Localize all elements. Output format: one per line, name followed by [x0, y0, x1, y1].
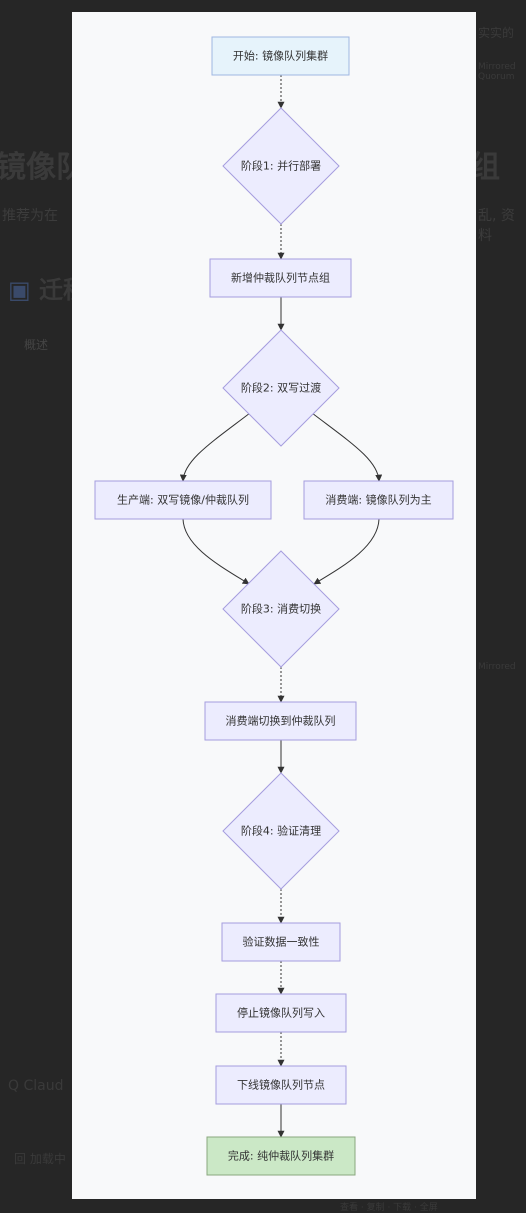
node-done-label: 完成: 纯仲裁队列集群 [228, 1149, 334, 1163]
node-verify-shape [221, 922, 341, 962]
node-p4-shape [222, 772, 340, 890]
edge-p2-to-cons [311, 412, 383, 482]
node-p4-label: 阶段4: 验证清理 [241, 824, 321, 838]
node-offline-shape [215, 1065, 347, 1105]
node-p3-label: 阶段3: 消费切换 [241, 602, 321, 616]
node-p3: 阶段3: 消费切换 [222, 550, 340, 668]
node-add-shape [209, 258, 352, 298]
node-start-label: 开始: 镜像队列集群 [233, 49, 328, 63]
node-switch-label: 消费端切换到仲裁队列 [226, 714, 336, 728]
node-start: 开始: 镜像队列集群 [211, 36, 350, 76]
edge-cons-to-p3 [313, 518, 380, 585]
node-add-label: 新增仲裁队列节点组 [231, 271, 330, 285]
bg-page-subtitle: 推荐为在 [2, 208, 58, 224]
node-done-shape [206, 1136, 356, 1176]
bg-left-low-text: Q Claud [8, 1078, 64, 1094]
node-offline-label: 下线镜像队列节点 [237, 1078, 325, 1092]
node-stop: 停止镜像队列写入 [215, 993, 347, 1033]
node-p2-shape [222, 329, 340, 447]
node-cons: 消费端: 镜像队列为主 [303, 480, 454, 520]
node-cons-shape [303, 480, 454, 520]
edge-p2-to-prod [179, 412, 251, 482]
node-p2: 阶段2: 双写过渡 [222, 329, 340, 447]
bg-right-text: 实实的 [478, 26, 515, 40]
bg-right-text-2: Mirrored Quorum [478, 62, 516, 82]
node-verify-label: 验证数据一致性 [243, 935, 320, 949]
edge-prod-to-p3 [182, 518, 250, 585]
node-switch-shape [204, 701, 357, 741]
node-cons-label: 消费端: 镜像队列为主 [325, 493, 431, 507]
node-prod-label: 生产端: 双写镜像/仲裁队列 [117, 493, 249, 507]
node-p1-shape [222, 107, 340, 225]
bg-page-subtitle-tail: 乱, 资料 [478, 208, 515, 244]
bg-page-title: 镜像队 [0, 150, 86, 185]
bg-tab-overview[interactable]: 概述 [24, 338, 49, 352]
node-stop-shape [215, 993, 347, 1033]
bg-right-mid-text: Mirrored [478, 662, 516, 672]
node-done: 完成: 纯仲裁队列集群 [206, 1136, 356, 1176]
node-p1-label: 阶段1: 并行部署 [241, 159, 321, 173]
node-prod-shape [94, 480, 272, 520]
node-stop-label: 停止镜像队列写入 [237, 1006, 325, 1020]
chart-icon: ▣ [8, 276, 31, 304]
node-p3-shape [222, 550, 340, 668]
node-add: 新增仲裁队列节点组 [209, 258, 352, 298]
node-p2-label: 阶段2: 双写过渡 [241, 381, 321, 395]
bg-bottom-toolbar: 查看 · 复制 · 下载 · 全屏 [340, 1203, 438, 1213]
node-offline: 下线镜像队列节点 [215, 1065, 347, 1105]
bg-left-low-text-2: 回 加载中 [14, 1152, 66, 1166]
node-p4: 阶段4: 验证清理 [222, 772, 340, 890]
diagram-modal: 开始: 镜像队列集群阶段1: 并行部署新增仲裁队列节点组阶段2: 双写过渡生产端… [72, 12, 476, 1199]
node-prod: 生产端: 双写镜像/仲裁队列 [94, 480, 272, 520]
node-verify: 验证数据一致性 [221, 922, 341, 962]
node-start-shape [211, 36, 350, 76]
node-switch: 消费端切换到仲裁队列 [204, 701, 357, 741]
node-p1: 阶段1: 并行部署 [222, 107, 340, 225]
